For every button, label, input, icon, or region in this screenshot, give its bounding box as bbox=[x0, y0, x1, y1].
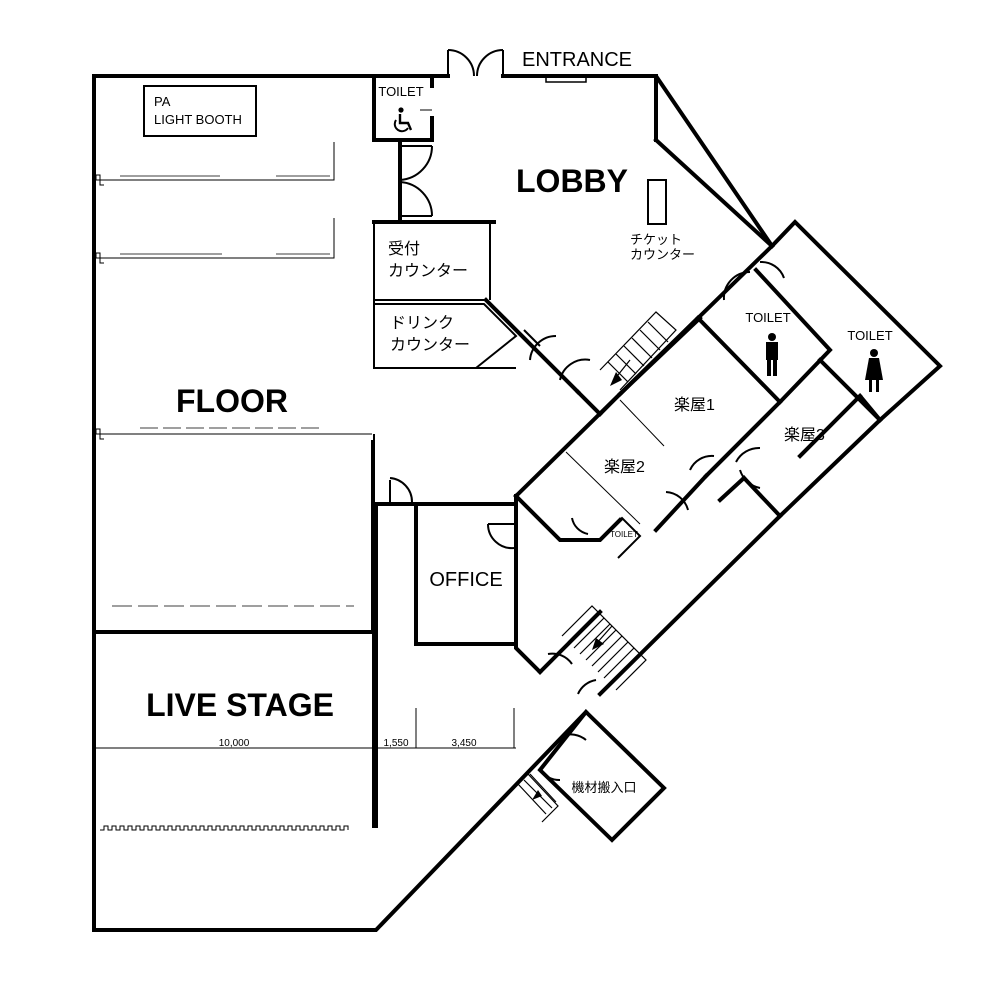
wheelchair-icon bbox=[393, 107, 413, 133]
entrance-doors[interactable] bbox=[447, 49, 587, 83]
office-label: OFFICE bbox=[429, 569, 502, 591]
loading-door[interactable] bbox=[539, 733, 587, 782]
lobby-label: LOBBY bbox=[516, 163, 628, 199]
loading-room bbox=[511, 709, 667, 843]
toilet-small-label: TOILET bbox=[610, 530, 638, 539]
entrance-label: ENTRANCE bbox=[522, 49, 632, 71]
reception-label-1: 受付 bbox=[388, 240, 420, 258]
toilet-accessible-label: TOILET bbox=[378, 84, 423, 99]
toilet-men bbox=[695, 243, 833, 405]
office-door[interactable] bbox=[486, 523, 516, 550]
toilet-women-label: TOILET bbox=[847, 328, 892, 343]
pa-booth-label-1: PA bbox=[154, 94, 171, 109]
reception-label-2: カウンター bbox=[388, 262, 468, 280]
drink-label-1: ドリンク bbox=[390, 314, 454, 332]
dim-c: 3,450 bbox=[451, 738, 476, 749]
floor-steps bbox=[95, 142, 372, 607]
lobby-door-right[interactable] bbox=[523, 329, 591, 381]
dim-b: 1,550 bbox=[383, 738, 408, 749]
men-icon bbox=[766, 333, 778, 376]
drink-label-2: カウンター bbox=[390, 336, 470, 354]
ticket-counter bbox=[647, 179, 667, 225]
dressing1-label: 楽屋1 bbox=[674, 396, 715, 414]
corridor-door[interactable] bbox=[389, 477, 414, 504]
loading-label: 機材搬入口 bbox=[571, 780, 636, 795]
toilet-men-label: TOILET bbox=[745, 310, 790, 325]
women-icon bbox=[865, 349, 883, 392]
ticket-label-1: チケット bbox=[630, 232, 682, 247]
pa-booth-label-2: LIGHT BOOTH bbox=[154, 112, 242, 127]
lobby-floor-door[interactable] bbox=[398, 138, 434, 222]
toilet-small bbox=[599, 516, 642, 559]
dressing-room-doors[interactable] bbox=[571, 446, 761, 535]
pa-booth bbox=[143, 85, 257, 137]
live-stage bbox=[92, 630, 516, 831]
toilet-accessible bbox=[372, 74, 434, 142]
back-staircase bbox=[537, 605, 647, 691]
back-door[interactable] bbox=[547, 652, 597, 695]
dressing2-label: 楽屋2 bbox=[604, 458, 645, 476]
ticket-label-2: カウンター bbox=[630, 247, 695, 262]
dressing3-label: 楽屋3 bbox=[784, 426, 825, 444]
drink-counter bbox=[374, 297, 581, 395]
floor-label: FLOOR bbox=[176, 383, 288, 419]
toilet-men-door[interactable] bbox=[722, 260, 785, 301]
women-toilet-wall bbox=[817, 357, 883, 423]
reception-counter bbox=[372, 220, 516, 369]
dim-stage-width: 10,000 bbox=[219, 738, 250, 749]
office-room bbox=[414, 502, 518, 646]
live-stage-label: LIVE STAGE bbox=[146, 687, 334, 723]
